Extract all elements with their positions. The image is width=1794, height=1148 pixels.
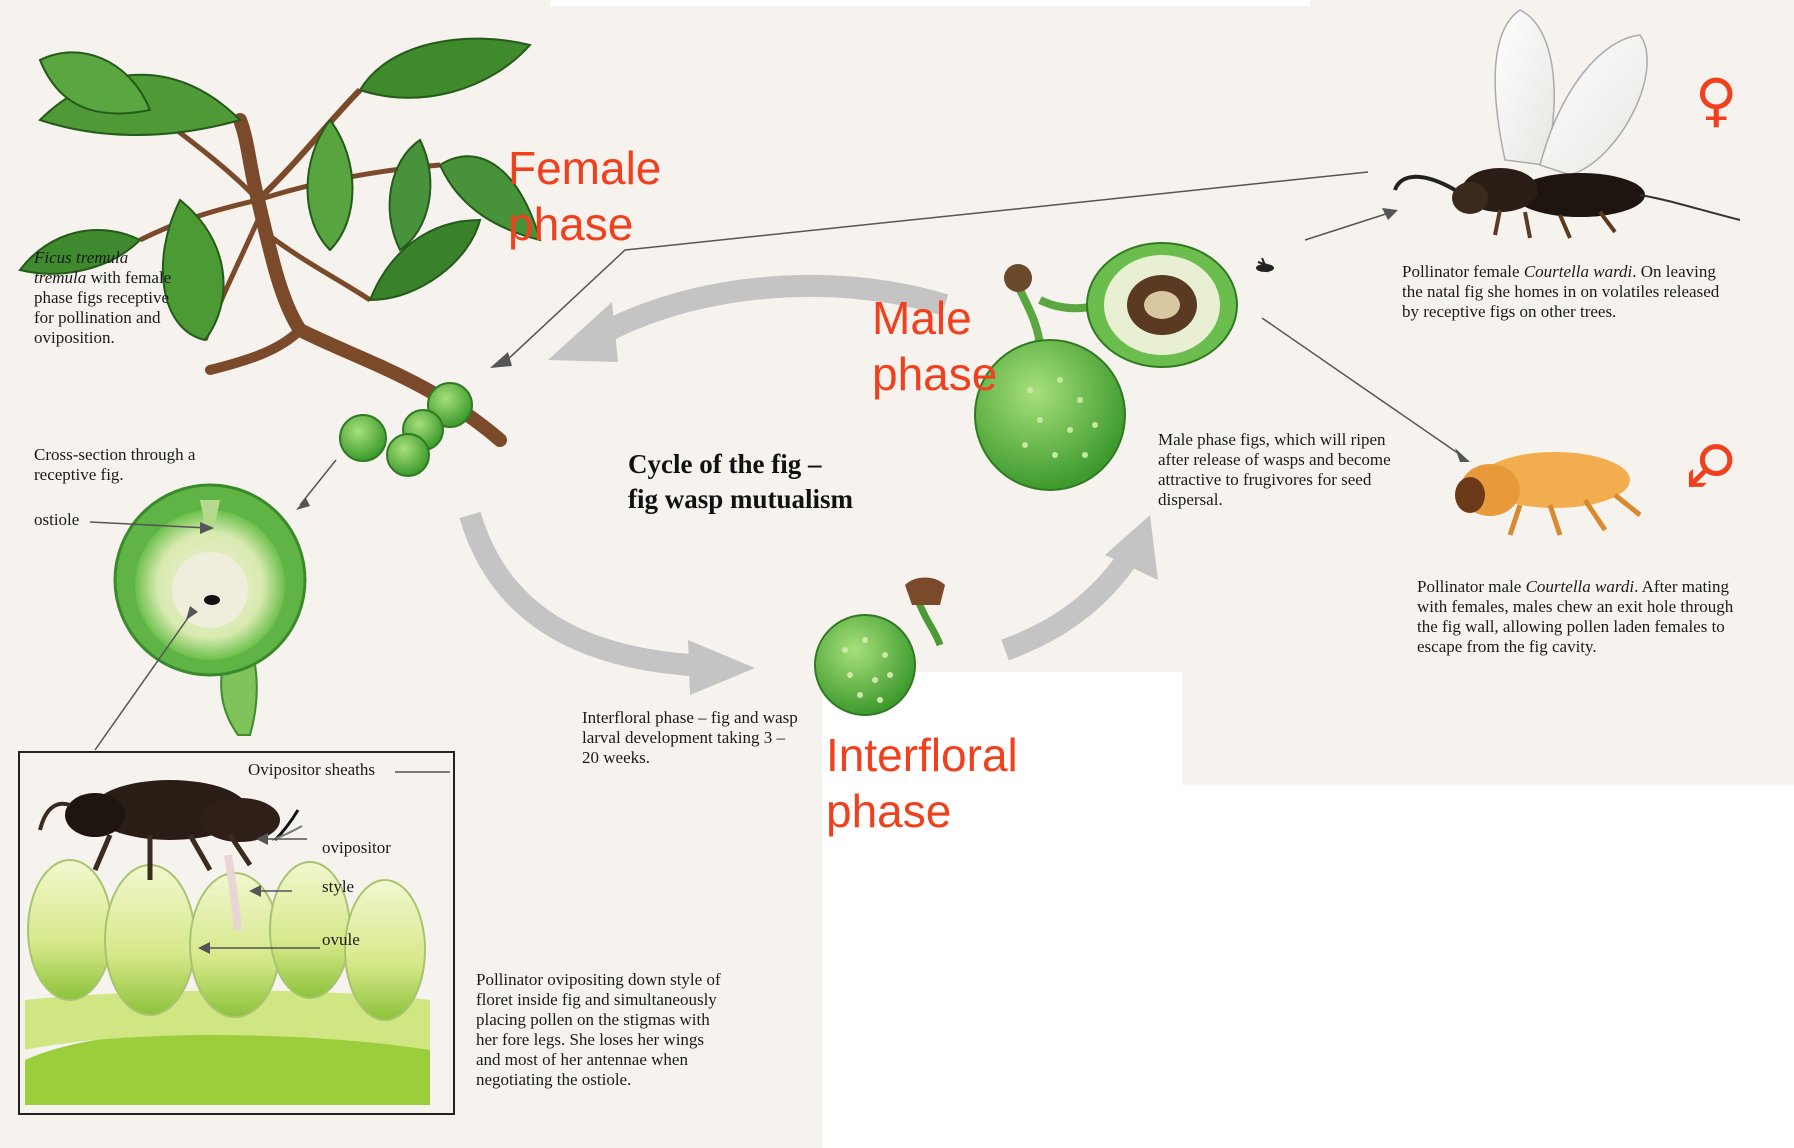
female-wasp-species: Courtella wardi [1524, 262, 1632, 281]
male-phase-label: Male phase [872, 290, 997, 402]
style-label: style [322, 877, 354, 897]
female-wasp-caption-pre: Pollinator female [1402, 262, 1524, 281]
diagram-title: Cycle of the fig – fig wasp mutualism [628, 447, 853, 517]
female-symbol-icon: ♀ [1695, 70, 1737, 130]
ovipositor-label: ovipositor [322, 838, 391, 858]
interfloral-phase-line1: Interfloral [826, 727, 1018, 783]
female-phase-label: Female phase [508, 140, 661, 252]
male-wasp-illustration [1455, 452, 1640, 535]
cross-section-caption: Cross-section through a receptive fig. [34, 445, 244, 485]
male-phase-line1: Male [872, 290, 997, 346]
interfloral-caption: Interfloral phase – fig and wasp larval … [582, 708, 802, 768]
interfloral-phase-label: Interfloral phase [826, 727, 1018, 839]
male-wasp-caption: Pollinator male Courtella wardi. After m… [1417, 577, 1747, 657]
ovule-label: ovule [322, 930, 360, 950]
ovipositing-caption: Pollinator ovipositing down style of flo… [476, 970, 731, 1090]
oviposition-inset-frame [18, 751, 455, 1115]
male-phase-line2: phase [872, 346, 997, 402]
male-wasp-species: Courtella wardi [1526, 577, 1634, 596]
female-wasp-illustration [1395, 10, 1740, 238]
ovipositor-sheaths-label: Ovipositor sheaths [248, 760, 375, 780]
diagram-title-line1: Cycle of the fig – [628, 447, 853, 482]
ostiole-label: ostiole [34, 510, 79, 530]
female-wasp-caption: Pollinator female Courtella wardi. On le… [1402, 262, 1732, 322]
ficus-caption: Ficus tremula tremula with female phase … [34, 248, 184, 348]
receptive-figs [340, 383, 472, 476]
male-figs-caption: Male phase figs, which will ripen after … [1158, 430, 1398, 510]
male-wasp-caption-pre: Pollinator male [1417, 577, 1526, 596]
interfloral-phase-line2: phase [826, 783, 1018, 839]
male-symbol-icon: ♂ [1685, 435, 1737, 495]
interfloral-fig [815, 578, 945, 716]
female-phase-line2: phase [508, 196, 661, 252]
female-phase-line1: Female [508, 140, 661, 196]
fig-cross-section [115, 485, 305, 735]
diagram-title-line2: fig wasp mutualism [628, 482, 853, 517]
